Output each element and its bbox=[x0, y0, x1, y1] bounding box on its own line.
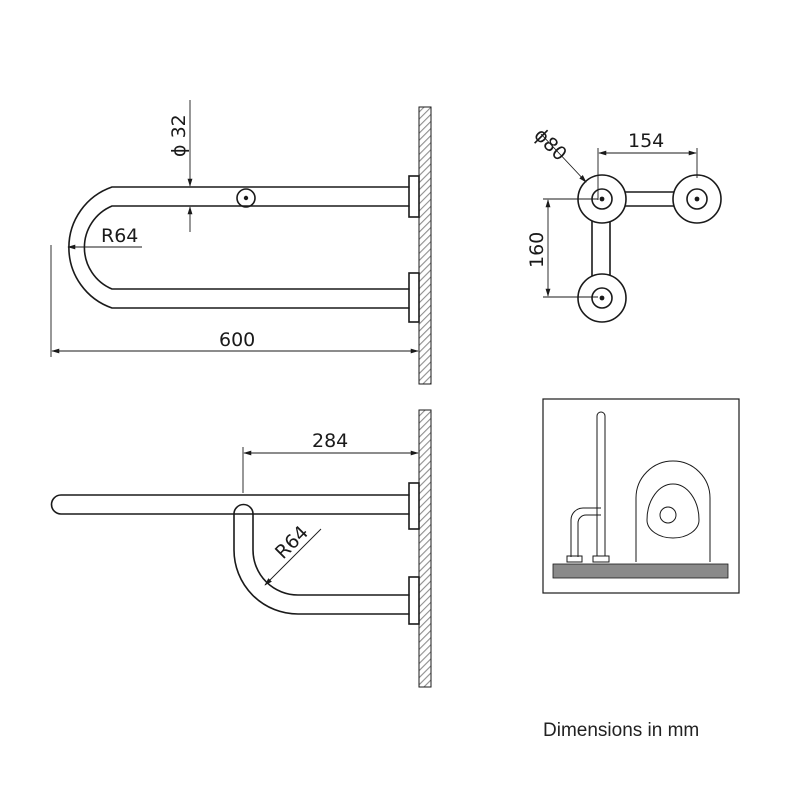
small-leg bbox=[570, 507, 601, 557]
installation-illustration bbox=[542, 398, 740, 594]
dia32-label: ϕ 32 bbox=[168, 114, 190, 157]
illustration-frame bbox=[542, 398, 740, 594]
grab-bar-outer bbox=[68, 186, 410, 309]
wall-bottom bbox=[418, 409, 432, 688]
dia80-leader bbox=[540, 133, 587, 183]
caption: Dimensions in mm bbox=[543, 720, 700, 741]
toilet-body bbox=[635, 460, 711, 562]
r64-bottom-leader bbox=[264, 528, 322, 586]
folded-arm bbox=[50, 494, 410, 515]
flange-bottom-boss bbox=[591, 287, 613, 309]
flange-top-left-hole bbox=[599, 196, 605, 202]
toilet-bowl bbox=[646, 483, 700, 539]
flange-bottom-hole bbox=[599, 295, 605, 301]
r64-bottom-label: R64 bbox=[271, 522, 313, 564]
wall-top bbox=[418, 106, 432, 385]
lower-leg-outer bbox=[233, 513, 410, 615]
flange-layout-view: 154 160 ϕ80 bbox=[526, 124, 722, 323]
side-view: 284 R64 bbox=[50, 409, 432, 688]
grab-bar-inner bbox=[83, 205, 410, 290]
raised-bar-base bbox=[592, 555, 610, 563]
lower-leg-cap bbox=[233, 503, 254, 515]
top-view: ϕ 32 R64 600 bbox=[50, 100, 432, 385]
wall-flange-lower bbox=[408, 272, 420, 323]
sp160-label: 160 bbox=[526, 232, 548, 268]
toilet-drain bbox=[659, 506, 677, 524]
sp154-label: 154 bbox=[628, 130, 664, 152]
small-leg-base bbox=[566, 555, 583, 563]
flange-top-right-boss bbox=[686, 188, 708, 210]
wall-flange-upper bbox=[408, 175, 420, 218]
raised-bar bbox=[596, 411, 606, 556]
flange-top-right-hole bbox=[694, 196, 700, 202]
side-flange-lower bbox=[408, 576, 420, 625]
dim284-label: 284 bbox=[312, 430, 348, 452]
r64-top-label: R64 bbox=[101, 225, 138, 247]
screw-cap-center bbox=[243, 195, 249, 201]
illustration-floor bbox=[552, 563, 729, 579]
side-flange-upper bbox=[408, 482, 420, 530]
len600-label: 600 bbox=[219, 329, 255, 351]
screw-cap bbox=[236, 188, 256, 208]
